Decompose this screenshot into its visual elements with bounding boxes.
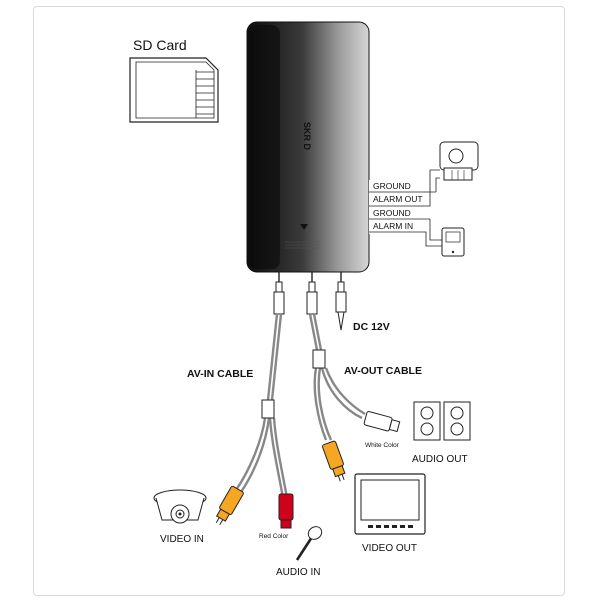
av-out-connector [306,272,318,315]
av-out-cable-label: AV-OUT CABLE [344,365,422,377]
siren-icon [439,141,479,181]
speaker-icon [413,401,471,441]
terminal-ground-1: GROUND [373,181,411,191]
recorder-device: SKR D [246,21,370,273]
dc-power-connector [335,272,347,331]
av-out-yellow-plug [322,440,346,482]
av-in-splitter [261,399,275,419]
av-in-yellow-plug [215,485,244,526]
av-in-connector [273,272,285,315]
terminal-alarm-out: ALARM OUT [373,194,423,204]
led-indicator-icon [300,224,308,230]
dc-12v-label: DC 12V [353,321,390,333]
device-brand-logo: SKR D [302,122,312,151]
av-in-red-plug [278,493,294,529]
av-in-cable [235,313,289,499]
video-in-label: VIDEO IN [160,534,204,545]
alarm-terminal-block: GROUND ALARM OUT GROUND ALARM IN [369,169,442,247]
av-out-splitter [312,349,326,369]
dome-camera-icon [153,489,207,524]
video-out-label: VIDEO OUT [362,543,417,554]
sd-card-label: SD Card [133,37,187,53]
audio-in-label: AUDIO IN [276,567,320,578]
terminal-ground-2: GROUND [373,208,411,218]
vent-grille [285,241,320,249]
av-out-white-plug [363,411,401,433]
sd-card-icon [129,57,219,123]
sensor-icon [441,227,465,257]
audio-out-label: AUDIO OUT [412,454,468,465]
white-color-label: White Color [365,442,400,449]
monitor-icon [354,473,426,535]
av-in-cable-label: AV-IN CABLE [187,368,253,380]
microphone-icon [295,526,323,561]
red-color-label: Red Color [259,533,289,540]
av-out-cable [308,313,366,441]
terminal-alarm-in: ALARM IN [373,221,413,231]
